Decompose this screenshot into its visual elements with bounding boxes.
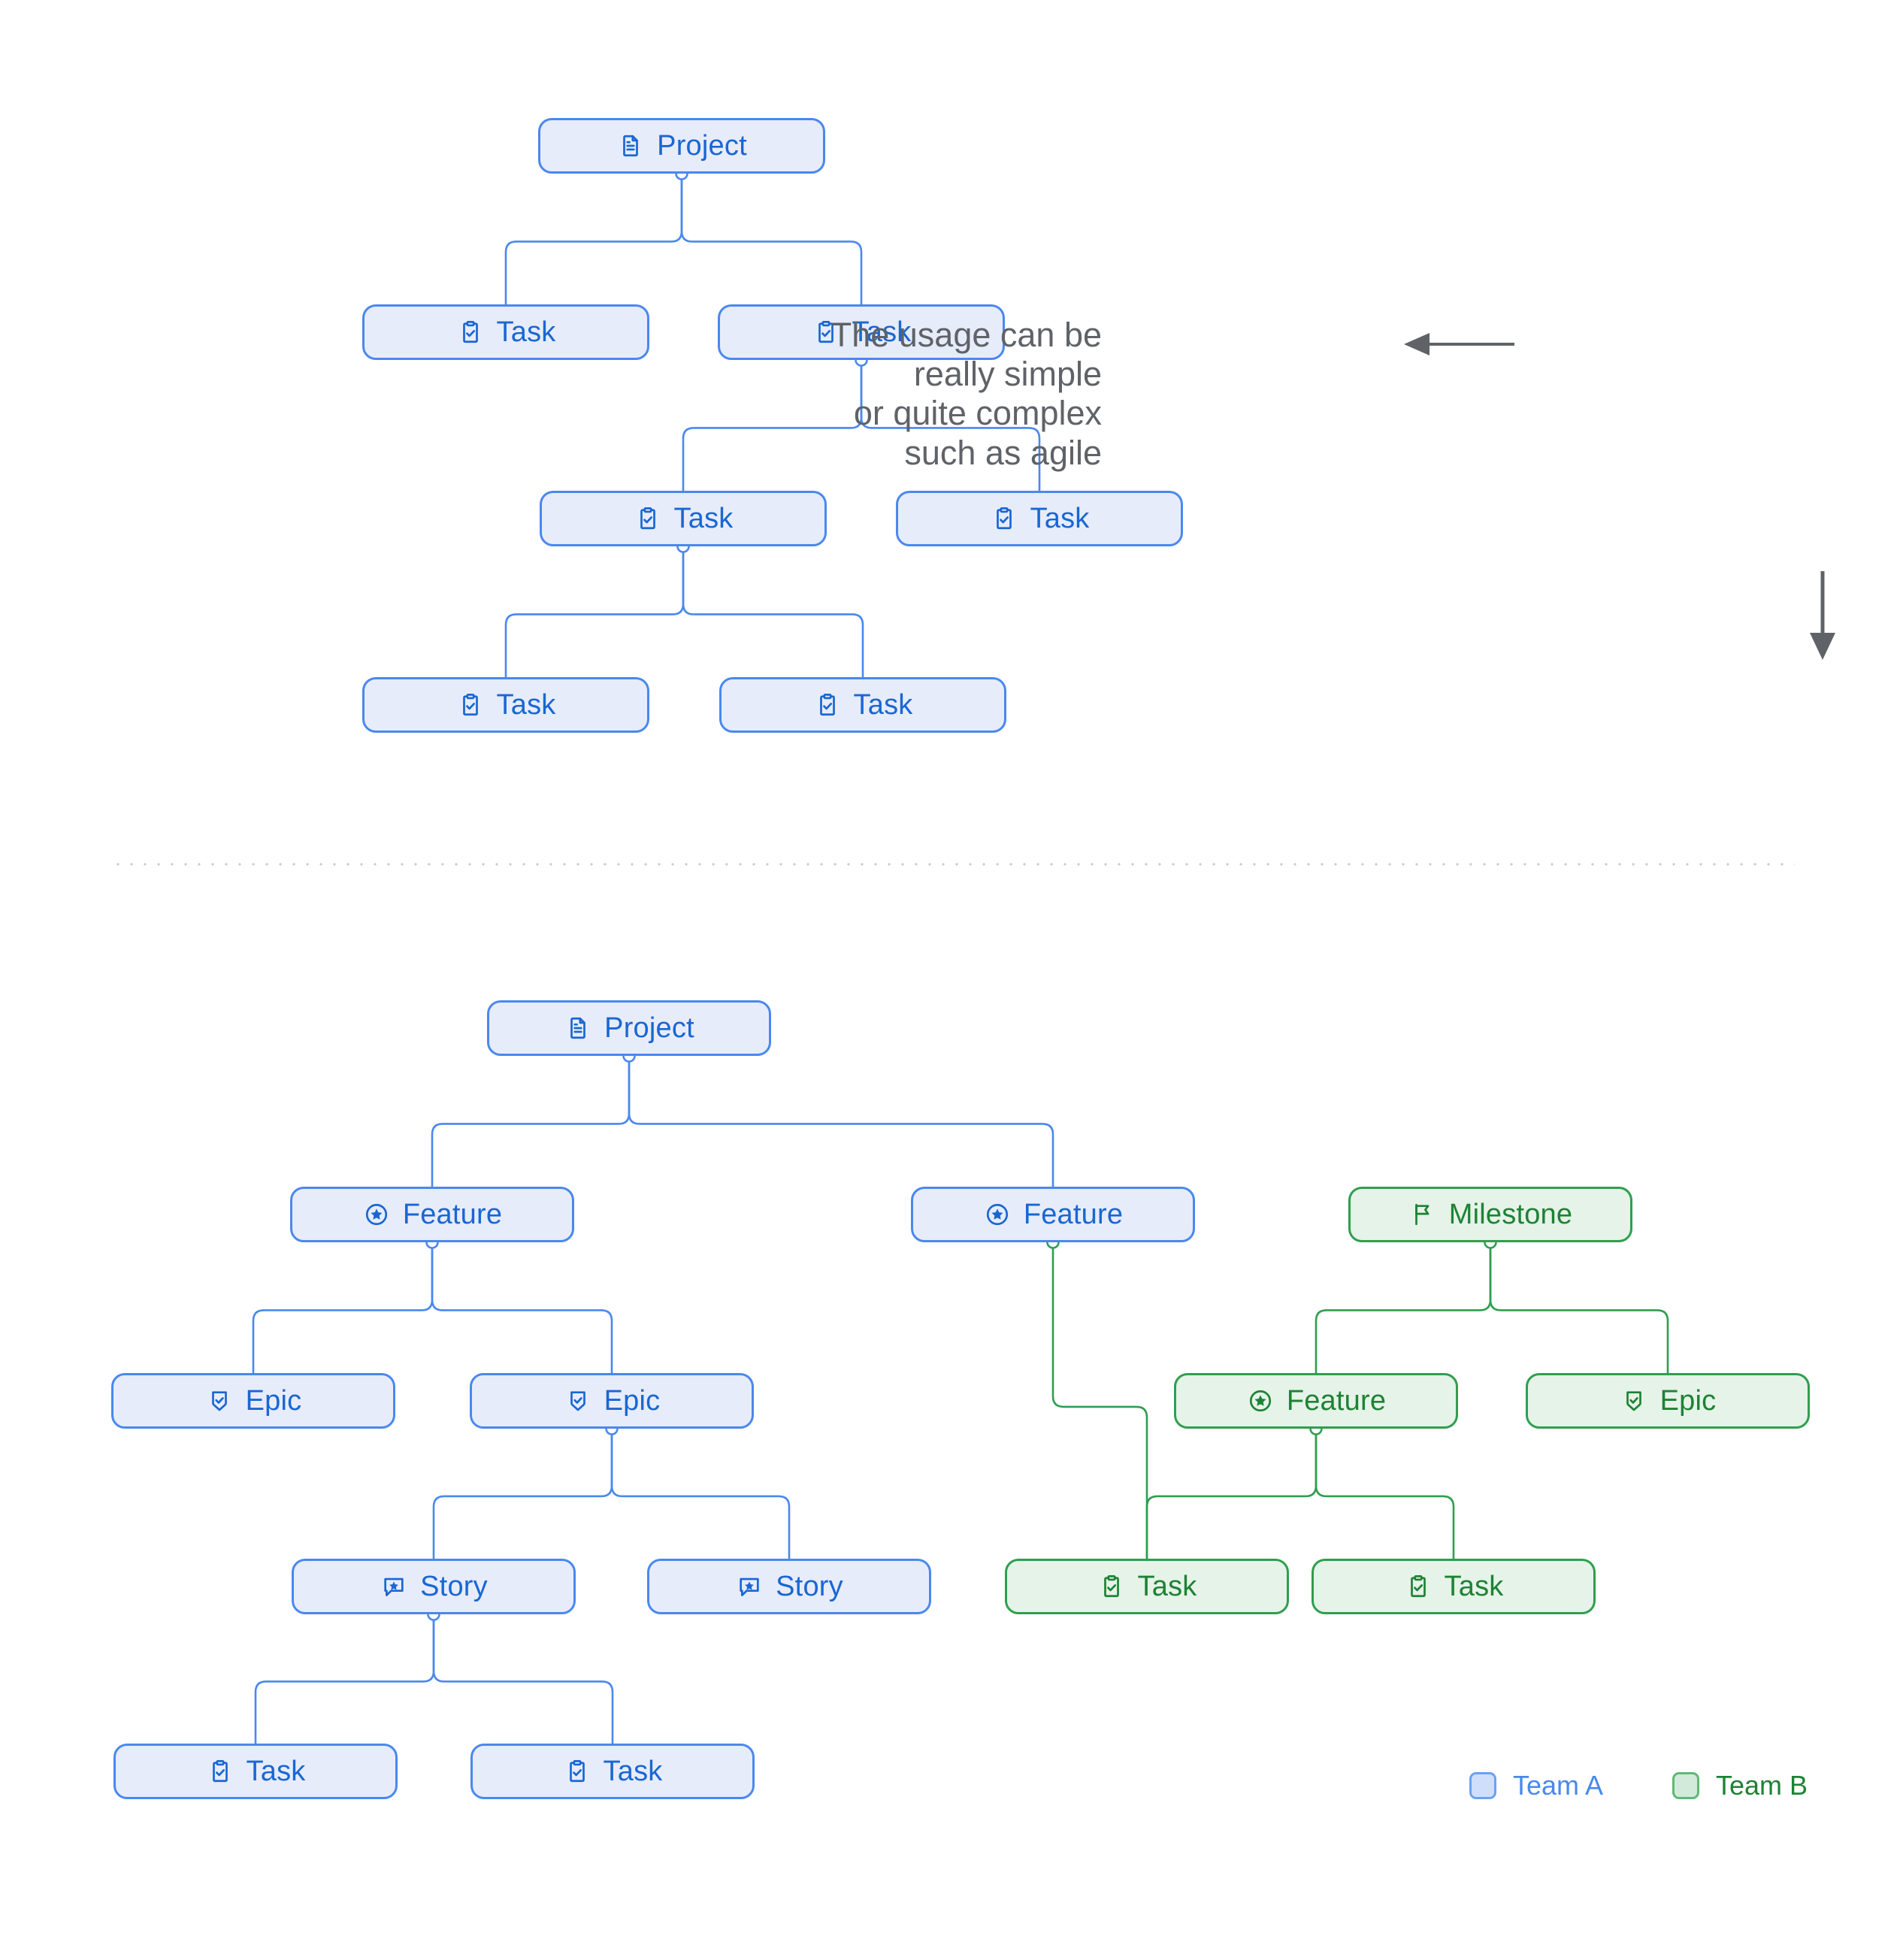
epic-icon [1620,1387,1648,1415]
edge-a1-to-a2 [431,1054,631,1188]
edge-a6-to-a10 [610,1427,791,1560]
epic-icon [564,1387,592,1415]
node-epic-a6[interactable]: Epic [470,1373,754,1429]
edge-a7-to-a12 [1315,1427,1455,1560]
node-feature-a3[interactable]: Feature [911,1187,1195,1242]
document-icon [564,1014,592,1042]
edge-s4-to-s6 [504,545,685,679]
node-epic-a5[interactable]: Epic [111,1373,395,1429]
legend-label-team-a: Team A [1513,1770,1604,1801]
node-project-a1[interactable]: Project [487,1000,771,1056]
task-icon [634,504,662,533]
edge-a6-to-a9 [432,1427,613,1560]
node-task-a11[interactable]: Task [1005,1559,1289,1614]
node-label: Feature [1023,1199,1124,1230]
node-milestone-a4[interactable]: Milestone [1348,1187,1632,1242]
task-icon [813,691,842,719]
story-icon [380,1572,408,1601]
node-label: Task [496,316,556,348]
node-task-s3[interactable]: Task [718,304,1005,360]
node-label: Task [496,689,556,721]
legend-item-team-b: Team B [1672,1770,1808,1801]
edge-a4-to-a7 [1315,1241,1492,1375]
edge-s1-to-s3 [680,172,863,306]
node-label: Milestone [1448,1199,1573,1230]
story-icon [735,1572,764,1601]
legend-swatch-green [1672,1772,1699,1799]
node-project-s1[interactable]: Project [538,118,825,174]
node-label: Task [852,316,912,348]
edge-s1-to-s2 [504,172,683,306]
legend-label-team-b: Team B [1716,1770,1808,1801]
legend-swatch-blue [1469,1772,1496,1799]
epic-icon [205,1387,234,1415]
node-label: Task [1444,1571,1504,1602]
task-icon [456,318,485,346]
task-icon [1404,1572,1433,1601]
node-label: Task [603,1756,663,1787]
node-task-a13[interactable]: Task [113,1744,398,1799]
node-feature-a2[interactable]: Feature [290,1187,574,1242]
arrow-left-icon [1404,333,1514,355]
node-label: Epic [1659,1385,1717,1417]
node-task-s4[interactable]: Task [540,491,827,546]
section-divider [111,863,1795,866]
node-label: Project [657,130,747,162]
edge-a7-to-a11 [1145,1427,1318,1560]
node-label: Task [673,503,734,534]
edge-a4-to-a8 [1489,1241,1669,1375]
node-task-s2[interactable]: Task [362,304,649,360]
task-icon [990,504,1018,533]
node-label: Task [1030,503,1090,534]
arrow-down-icon [1810,571,1835,660]
node-task-s5[interactable]: Task [896,491,1183,546]
node-story-a9[interactable]: Story [292,1559,576,1614]
milestone-icon [1408,1200,1437,1229]
edge-a3-to-a11 [1051,1241,1148,1560]
node-label: Task [853,689,913,721]
task-icon [563,1757,591,1786]
feature-icon [1246,1387,1275,1415]
node-label: Project [604,1012,694,1044]
edge-a9-to-a14 [432,1613,614,1745]
legend-item-team-a: Team A [1469,1770,1603,1801]
node-task-s6[interactable]: Task [362,677,649,733]
node-label: Task [1137,1571,1197,1602]
node-label: Epic [604,1385,661,1417]
node-task-s7[interactable]: Task [719,677,1006,733]
node-task-a14[interactable]: Task [470,1744,755,1799]
feature-icon [362,1200,391,1229]
document-icon [616,132,645,160]
node-story-a10[interactable]: Story [647,1559,931,1614]
node-label: Story [776,1571,843,1602]
edge-a1-to-a3 [628,1054,1054,1188]
edge-s4-to-s7 [682,545,864,679]
feature-icon [983,1200,1012,1229]
edge-a9-to-a13 [254,1613,435,1745]
task-icon [206,1757,234,1786]
node-label: Story [420,1571,488,1602]
node-task-a12[interactable]: Task [1312,1559,1596,1614]
node-label: Feature [1286,1385,1387,1417]
node-feature-a7[interactable]: Feature [1174,1373,1458,1429]
node-epic-a8[interactable]: Epic [1526,1373,1810,1429]
task-icon [456,691,485,719]
task-icon [812,318,840,346]
usage-annotation: The usage can be really simple or quite … [830,316,1102,472]
task-icon [1097,1572,1126,1601]
edge-a2-to-a6 [431,1241,613,1375]
edge-a2-to-a5 [252,1241,434,1375]
node-label: Task [246,1756,306,1787]
node-label: Epic [245,1385,302,1417]
node-label: Feature [402,1199,503,1230]
